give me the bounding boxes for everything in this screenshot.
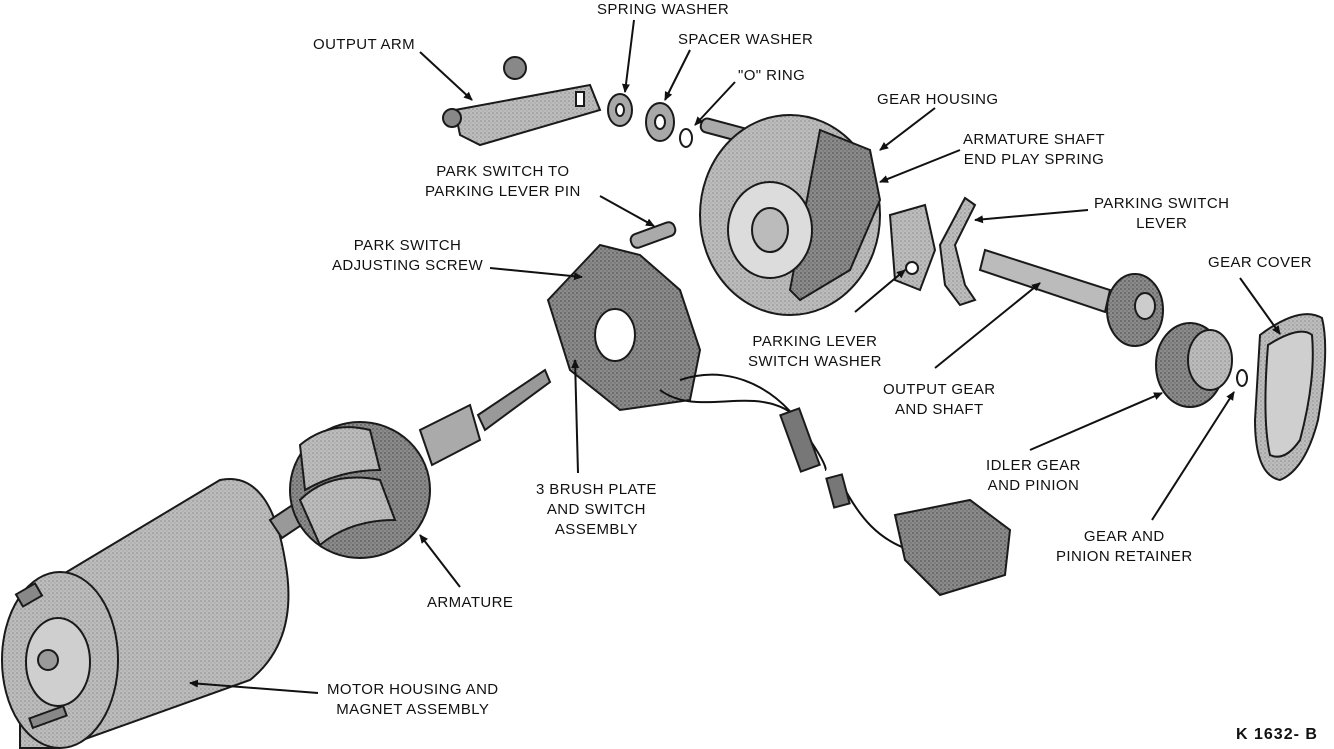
label-spring-washer: SPRING WASHER	[597, 0, 729, 20]
label-spacer-washer: SPACER WASHER	[678, 30, 813, 50]
label-line: PARK SWITCH	[353, 237, 462, 254]
label-idler-gear-and-pinion: IDLER GEAR AND PINION	[986, 456, 1081, 496]
label-gear-housing: GEAR HOUSING	[877, 90, 998, 110]
label-line: END PLAY SPRING	[963, 151, 1105, 168]
brush-plate-assembly	[546, 243, 827, 473]
label-brush-plate-and-switch-assembly: 3 BRUSH PLATE AND SWITCH ASSEMBLY	[536, 480, 657, 540]
label-parking-switch-lever: PARKING SWITCH LEVER	[1094, 194, 1229, 234]
label-line: AND PINION	[987, 477, 1080, 494]
label-line: PINION RETAINER	[1056, 548, 1193, 565]
label-o-ring: "O" RING	[738, 66, 805, 86]
label-line: ARMATURE SHAFT	[963, 131, 1105, 148]
label-park-switch-pin: PARK SWITCH TO PARKING LEVER PIN	[425, 162, 581, 202]
label-line: MAGNET ASSEMBLY	[336, 701, 490, 718]
label-line: LEVER	[1136, 215, 1188, 232]
park-switch-pin	[629, 221, 677, 249]
label-line: PARK SWITCH TO	[436, 163, 570, 180]
label-line: AND SHAFT	[894, 401, 984, 418]
label-line: AND SWITCH	[546, 501, 646, 518]
spacer-washer	[645, 102, 675, 142]
armature	[268, 368, 552, 559]
label-line: SWITCH WASHER	[748, 353, 882, 370]
label-line: PARKING SWITCH	[1094, 195, 1230, 212]
label-motor-housing-and-magnet-assembly: MOTOR HOUSING AND MAGNET ASSEMBLY	[327, 680, 499, 720]
label-line: IDLER GEAR	[986, 457, 1081, 474]
idler-gear	[1155, 322, 1233, 408]
label-parking-lever-switch-washer: PARKING LEVER SWITCH WASHER	[748, 332, 882, 372]
label-line: ADJUSTING SCREW	[332, 257, 484, 274]
label-gear-cover: GEAR COVER	[1208, 253, 1312, 273]
label-output-arm: OUTPUT ARM	[313, 35, 415, 55]
wire-connector	[825, 473, 1012, 597]
label-line: 3 BRUSH PLATE	[536, 481, 657, 498]
parking-switch-lever	[938, 196, 977, 307]
label-line: GEAR COVER	[1208, 254, 1313, 271]
label-park-switch-adjusting-screw: PARK SWITCH ADJUSTING SCREW	[332, 236, 483, 276]
figure-reference: K 1632- B	[1236, 726, 1318, 743]
label-line: GEAR HOUSING	[877, 91, 999, 108]
label-line: GEAR AND	[1083, 528, 1165, 545]
gear-cover	[1253, 313, 1327, 482]
label-line: PARKING LEVER PIN	[425, 183, 581, 200]
output-arm	[442, 56, 602, 147]
label-line: ARMATURE	[427, 594, 514, 611]
parking-lever-washer	[888, 203, 937, 292]
o-ring	[679, 128, 693, 148]
gear-housing	[699, 114, 882, 316]
label-line: ASSEMBLY	[554, 521, 638, 538]
output-gear-shaft	[978, 248, 1164, 347]
label-output-gear-and-shaft: OUTPUT GEAR AND SHAFT	[883, 380, 995, 420]
spring-washer	[607, 93, 633, 127]
label-line: OUTPUT ARM	[313, 36, 416, 53]
label-line: MOTOR HOUSING AND	[327, 681, 499, 698]
label-gear-and-pinion-retainer: GEAR AND PINION RETAINER	[1056, 527, 1193, 567]
label-line: SPRING WASHER	[597, 1, 730, 18]
motor-housing	[1, 478, 290, 749]
label-line: OUTPUT GEAR	[883, 381, 996, 398]
label-line: PARKING LEVER	[752, 333, 878, 350]
gear-pinion-retainer	[1236, 369, 1248, 387]
leader-lines	[189, 19, 1281, 694]
label-line: "O" RING	[738, 67, 806, 84]
label-armature: ARMATURE	[427, 593, 513, 613]
label-line: SPACER WASHER	[678, 31, 814, 48]
label-armature-shaft-end-play-spring: ARMATURE SHAFT END PLAY SPRING	[963, 130, 1105, 170]
